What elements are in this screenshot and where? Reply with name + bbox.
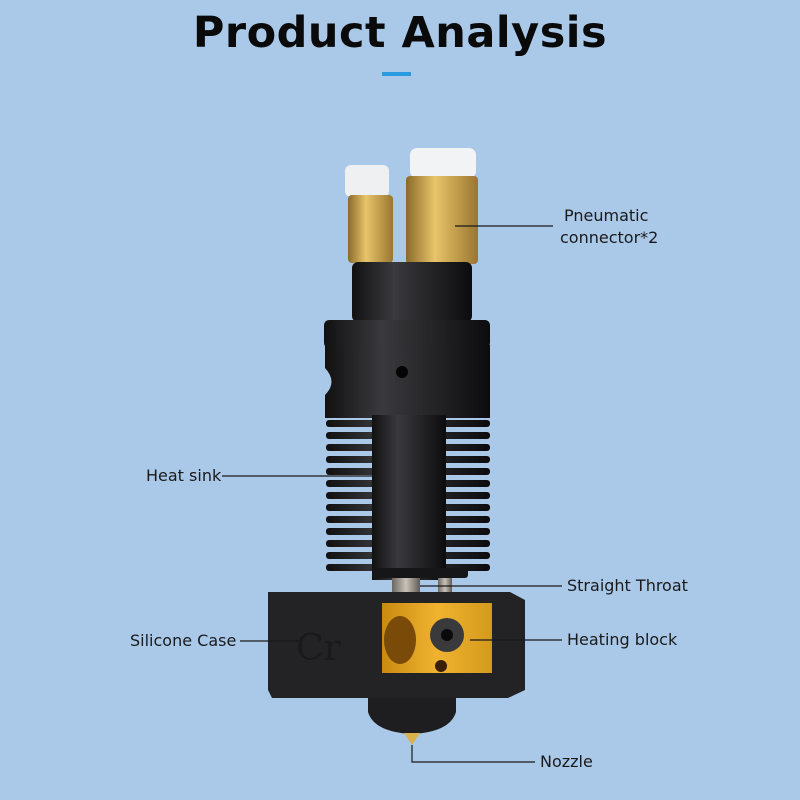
- leader-lines: [222, 225, 562, 763]
- label-silicone-case: Silicone Case: [130, 631, 237, 650]
- heat-sink-block: [325, 345, 490, 418]
- svg-text:Cr: Cr: [296, 628, 342, 669]
- label-pneumatic-connector: Pneumatic connector*2: [560, 205, 658, 249]
- label-nozzle: Nozzle: [540, 752, 593, 771]
- label-heating-block: Heating block: [567, 630, 678, 649]
- label-pneumatic-line1: Pneumatic: [564, 206, 649, 225]
- pneumatic-connector-left: [345, 165, 393, 263]
- label-pneumatic-line2: connector*2: [560, 228, 659, 247]
- nozzle: [368, 698, 456, 734]
- title-underline: [382, 72, 411, 76]
- pneumatic-connector-right: [406, 148, 478, 264]
- label-heat-sink: Heat sink: [146, 466, 222, 485]
- label-straight-throat: Straight Throat: [567, 576, 688, 595]
- collar: [352, 262, 472, 322]
- page-title: Product Analysis: [192, 8, 608, 58]
